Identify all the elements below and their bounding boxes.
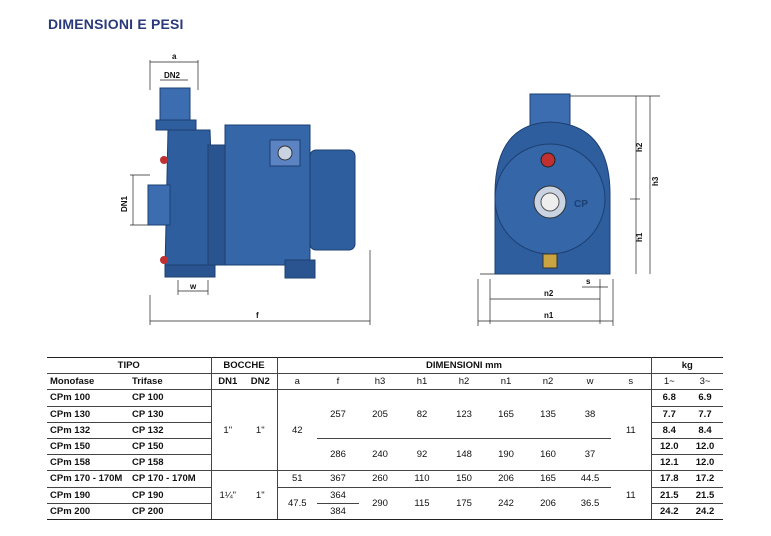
dim-f-label: f bbox=[256, 311, 259, 320]
dim-dn1-label: DN1 bbox=[120, 195, 129, 212]
col-w: w bbox=[569, 373, 611, 391]
col-h2: h2 bbox=[443, 373, 485, 391]
col-dn1: DN1 bbox=[211, 373, 244, 391]
dim-h1-label: h1 bbox=[635, 232, 644, 242]
col-h3: h3 bbox=[359, 373, 401, 391]
dim-w-label: w bbox=[189, 282, 197, 291]
col-trifase: Trifase bbox=[129, 373, 212, 391]
col-kg1: 1~ bbox=[651, 373, 687, 391]
table-row: CPm 150 CP 150 286 240 92 148 190 160 37… bbox=[47, 438, 723, 472]
dim-dn2-label: DN2 bbox=[164, 71, 181, 80]
pump-front-view-diagram: h2 h3 h1 s n2 n1 CP bbox=[477, 93, 660, 326]
dimensions-table: TIPO BOCCHE DIMENSIONI mm kg Monofase Tr… bbox=[47, 356, 723, 520]
col-n1: n1 bbox=[485, 373, 527, 391]
col-dn2: DN2 bbox=[244, 373, 278, 391]
table-row: CPm 100 CP 100 1" 1" 42 257 205 82 123 1… bbox=[47, 389, 723, 472]
pump-front-body: CP bbox=[494, 93, 611, 275]
dim-n1-label: n1 bbox=[544, 311, 554, 320]
header-dimensioni: DIMENSIONI mm bbox=[277, 356, 652, 375]
pump-side-body bbox=[147, 87, 356, 279]
header-kg: kg bbox=[651, 356, 723, 375]
dim-s-label: s bbox=[586, 277, 591, 286]
col-monofase: Monofase bbox=[47, 373, 129, 391]
brand-logo: CP bbox=[574, 199, 588, 210]
dim-h2-label: h2 bbox=[635, 142, 644, 152]
table-row: CPm 190 CP 190 47.5 364 290 115 175 242 … bbox=[47, 487, 723, 520]
dim-n2-label: n2 bbox=[544, 289, 554, 298]
col-h1: h1 bbox=[401, 373, 443, 391]
page-title: DIMENSIONI E PESI bbox=[48, 16, 184, 32]
header-bocche: BOCCHE bbox=[211, 356, 278, 375]
table-row: CPm 130 CP 130 7.7 7.7 bbox=[47, 406, 723, 423]
dim-h3-label: h3 bbox=[651, 176, 660, 186]
col-a: a bbox=[277, 373, 317, 391]
table-row: CPm 158 CP 158 12.1 12.0 bbox=[47, 454, 723, 472]
pump-side-view-diagram: a DN2 DN1 w f bbox=[120, 52, 371, 325]
table-row: CPm 200 CP 200 384 24.2 24.2 bbox=[47, 503, 723, 520]
col-f: f bbox=[317, 373, 359, 391]
col-s: s bbox=[611, 373, 652, 391]
col-n2: n2 bbox=[527, 373, 569, 391]
dim-a-label: a bbox=[172, 52, 177, 61]
col-kg3: 3~ bbox=[687, 373, 723, 391]
table-row: CPm 132 CP 132 8.4 8.4 bbox=[47, 422, 723, 439]
header-tipo: TIPO bbox=[47, 356, 212, 375]
table-row: CPm 170 - 170M CP 170 - 170M 1¼" 1" 51 3… bbox=[47, 470, 723, 520]
